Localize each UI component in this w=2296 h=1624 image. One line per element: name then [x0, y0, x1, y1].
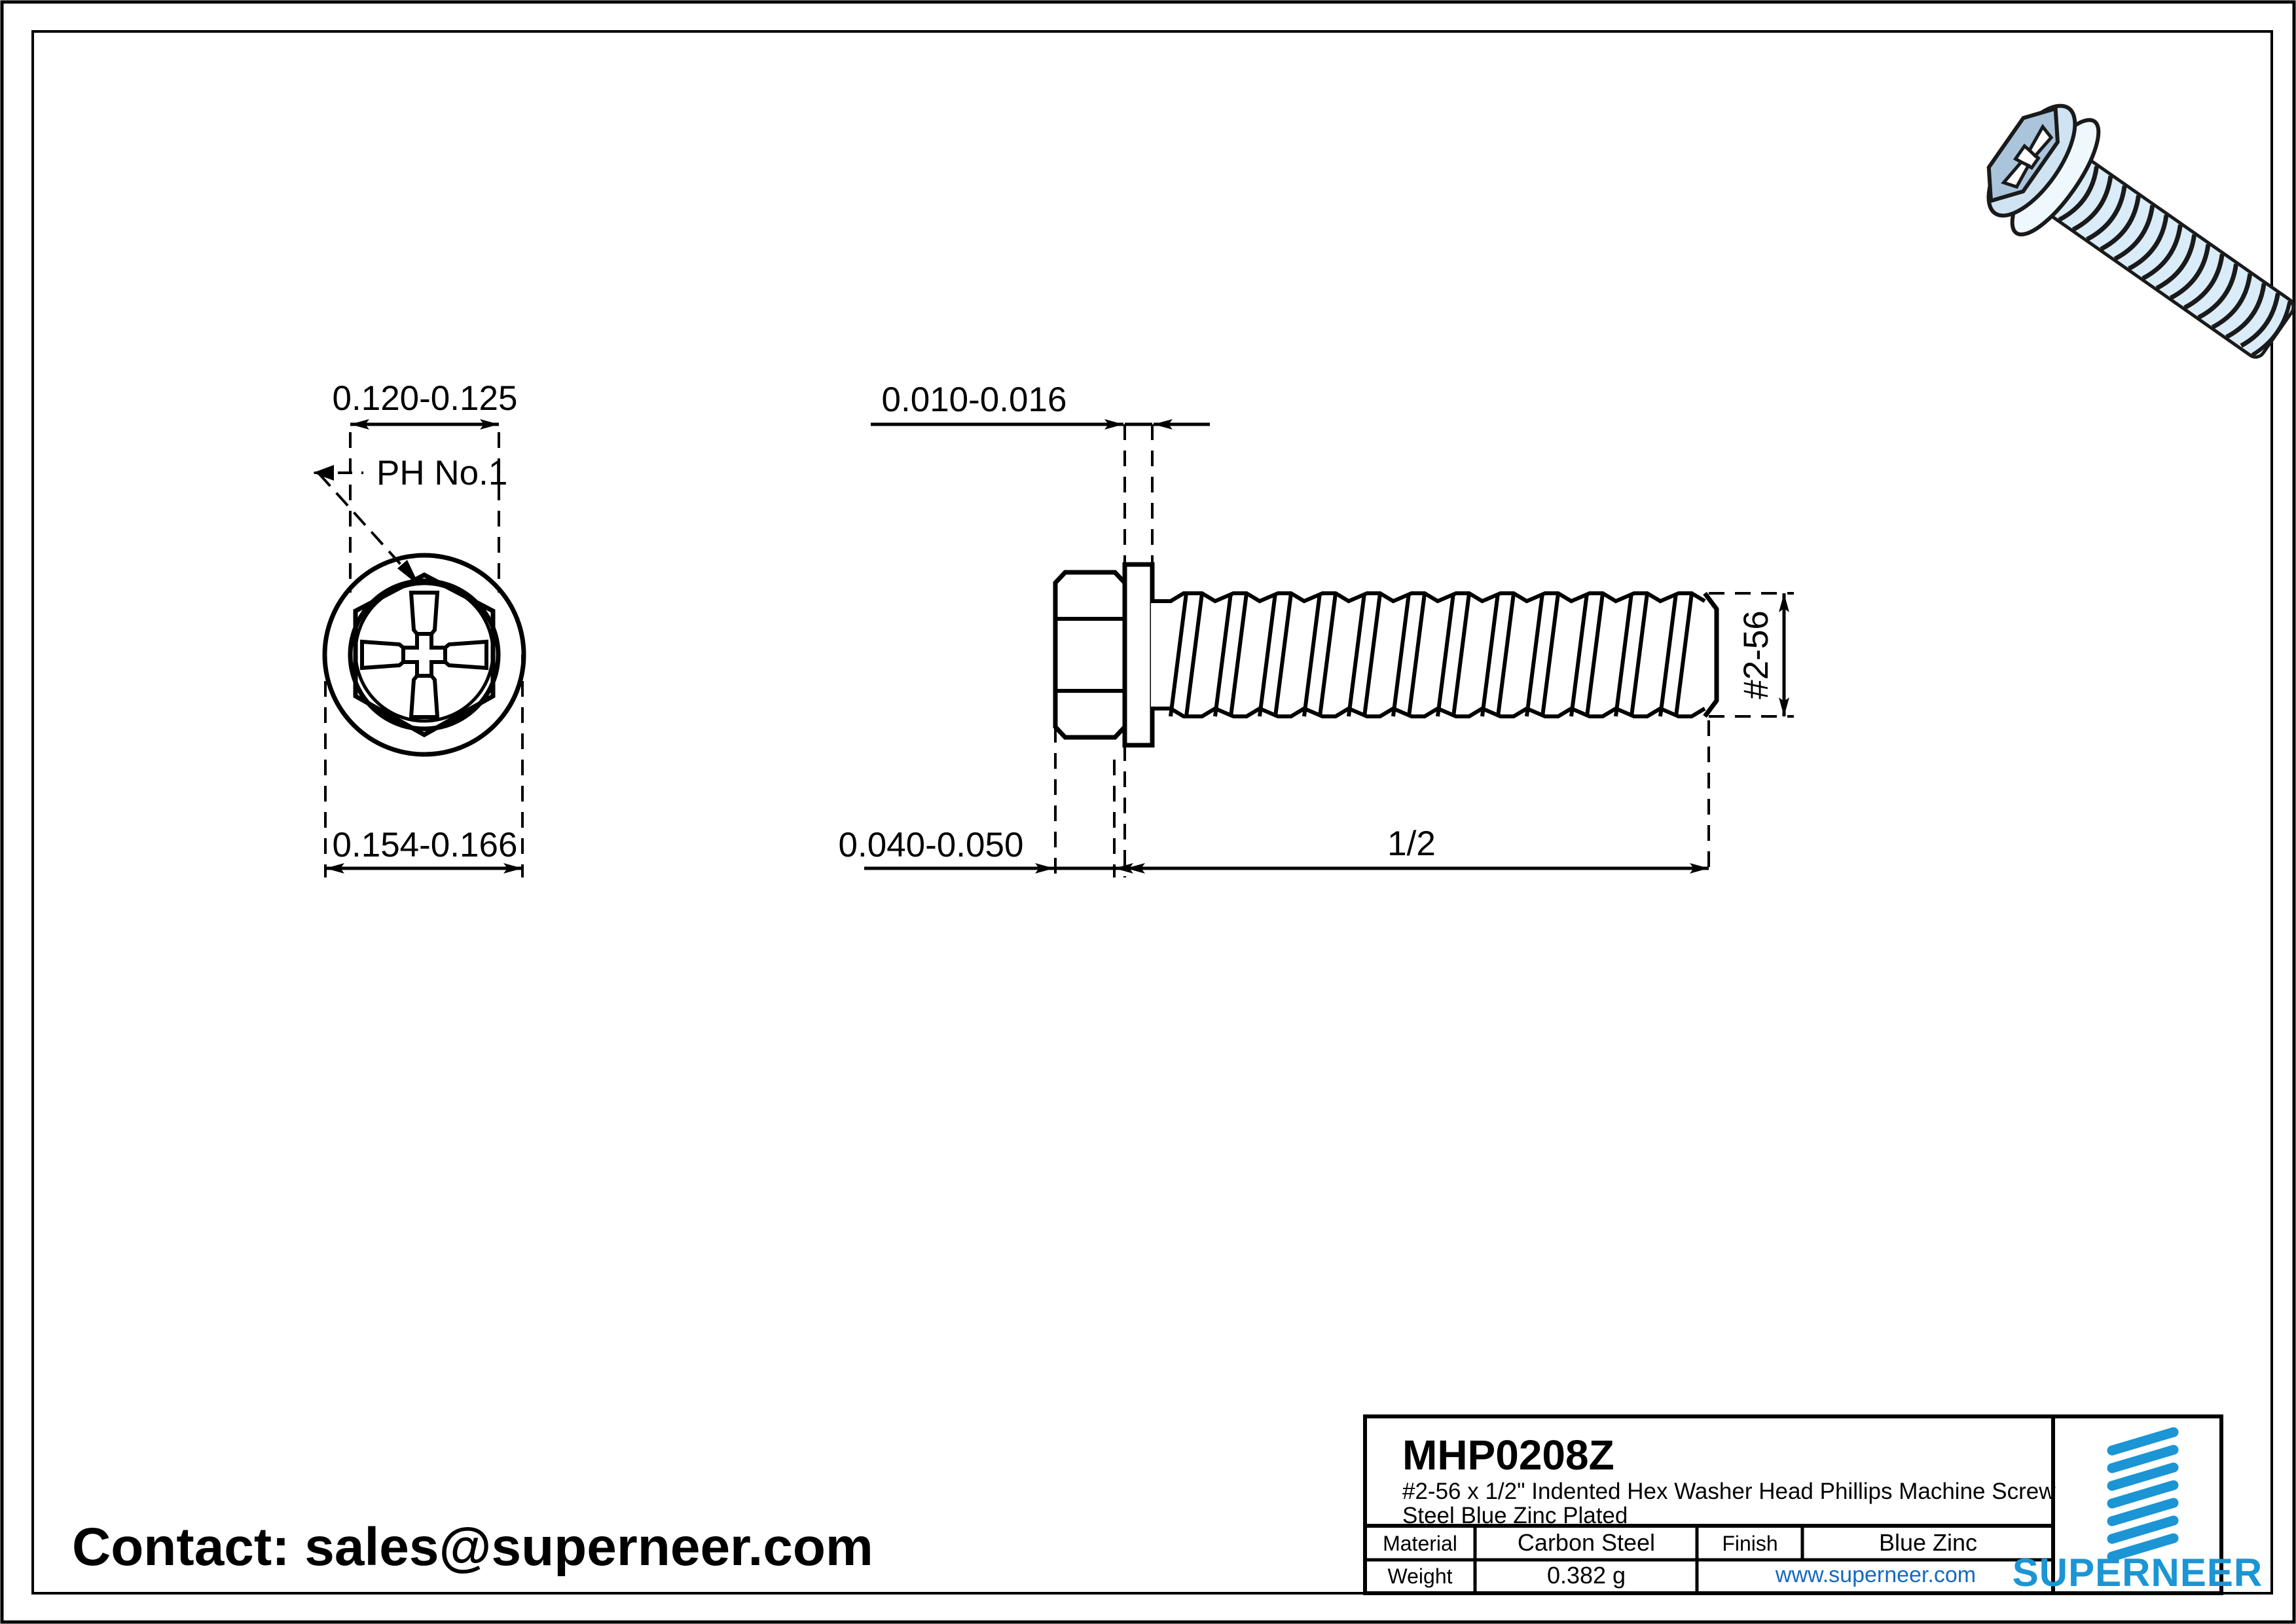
dim-head-height: 0.120-0.125	[333, 379, 518, 418]
dim-thread-length: 1/2	[1387, 824, 1436, 863]
dim-washer-diameter: 0.154-0.166	[333, 826, 518, 864]
annotation-text: 0.120-0.125 PH No.1 0.154-0.166 0.010-0.…	[72, 379, 2263, 1595]
finish-label: Finish	[1722, 1532, 1777, 1555]
description-line-1: #2-56 x 1/2" Indented Hex Washer Head Ph…	[1402, 1479, 2056, 1504]
part-number: MHP0208Z	[1402, 1431, 1614, 1479]
material-value: Carbon Steel	[1518, 1529, 1655, 1556]
logo-stripes-icon	[2107, 1427, 2179, 1562]
finish-value: Blue Zinc	[1879, 1529, 1977, 1556]
dim-thread-spec: #2-56	[1737, 610, 1776, 699]
weight-label: Weight	[1387, 1564, 1452, 1588]
dim-driver-callout: PH No.1	[376, 454, 507, 492]
dim-head-thickness: 0.040-0.050	[839, 826, 1024, 864]
side-view-geometry	[864, 419, 1794, 877]
brand-wordmark: SUPERNEER	[2013, 1551, 2263, 1595]
title-block-grid	[1363, 1414, 2223, 1595]
front-view-geometry	[313, 419, 526, 877]
material-label: Material	[1383, 1532, 1457, 1555]
inner-border	[31, 30, 2273, 1595]
isometric-screw-render	[1986, 103, 2295, 359]
website-link[interactable]: www.superneer.com	[1775, 1562, 1976, 1587]
contact-line: Contact: sales@superneer.com	[72, 1517, 873, 1577]
description-line-2: Steel Blue Zinc Plated	[1402, 1503, 1628, 1528]
dim-washer-thickness: 0.010-0.016	[882, 380, 1067, 419]
weight-value: 0.382 g	[1547, 1562, 1626, 1589]
